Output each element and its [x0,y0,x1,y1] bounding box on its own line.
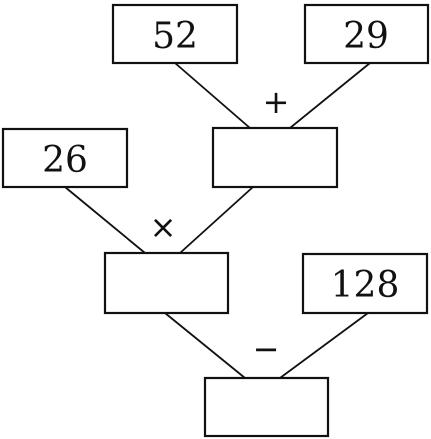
value-128: 128 [331,265,400,306]
times-operator: × [150,208,177,246]
value-26: 26 [42,140,88,181]
input-box-52 [111,3,239,65]
plus-operator: + [263,83,290,121]
link-29-to-sum [289,62,371,129]
product-result-box [103,251,230,315]
input-box-26 [1,127,129,189]
link-26-to-product [64,186,146,254]
link-product-to-final [164,312,246,379]
value-29: 29 [343,16,389,57]
input-box-29 [303,3,430,65]
link-sum-to-product [179,186,254,254]
sum-result-box [211,126,339,189]
input-box-128 [301,252,429,315]
final-result-box [203,376,330,438]
value-52: 52 [152,16,198,57]
link-128-to-final [279,312,369,379]
link-52-to-sum [174,62,251,129]
minus-operator: − [253,330,280,368]
